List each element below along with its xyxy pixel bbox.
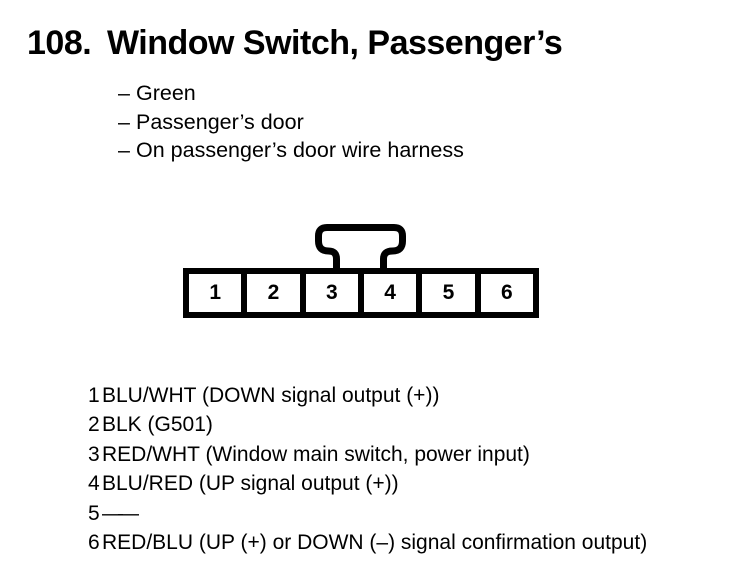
pin-description: RED/WHT (Window main switch, power input…: [102, 442, 530, 466]
connector-pin-cell-6: 6: [481, 274, 533, 312]
pin-row-5: 5 ——: [88, 499, 647, 528]
connector-pin-cell-5: 5: [422, 274, 481, 312]
pin-number: 3: [88, 442, 100, 466]
pin-cavity-number: 2: [267, 281, 280, 304]
pin-description: RED/BLU (UP (+) or DOWN (–) signal confi…: [102, 531, 648, 555]
pin-row-1: 1 BLU/WHT (DOWN signal output (+)): [88, 381, 647, 410]
detail-text: On passenger’s door wire harness: [136, 138, 464, 163]
connector-pin-cell-1: 1: [189, 274, 248, 312]
dash-bullet: –: [118, 81, 130, 105]
page-title: 108. Window Switch, Passenger’s: [27, 24, 563, 63]
pin-number: 6: [88, 531, 100, 555]
detail-line-harness: – On passenger’s door wire harness: [118, 136, 464, 165]
pin-row-6: 6 RED/BLU (UP (+) or DOWN (–) signal con…: [88, 528, 647, 557]
connector-body: 1 2 3 4 5 6: [183, 268, 539, 318]
dash-bullet: –: [118, 109, 130, 134]
pin-number: 5: [88, 501, 100, 525]
pin-cavity-number: 4: [384, 281, 396, 304]
pin-number: 4: [88, 472, 100, 496]
pin-list: 1 BLU/WHT (DOWN signal output (+)) 2 BLK…: [88, 381, 647, 557]
pin-description: BLU/RED (UP signal output (+)): [102, 472, 399, 496]
pin-cavity-number: 1: [209, 281, 221, 304]
pin-cavity-number: 6: [500, 281, 513, 304]
pin-cavity-number: 5: [442, 281, 455, 304]
pin-row-4: 4 BLU/RED (UP signal output (+)): [88, 469, 647, 498]
pin-number: 2: [88, 413, 100, 437]
connector-latch-tab: [315, 224, 406, 268]
detail-text: Passenger’s door: [136, 109, 304, 134]
dash-bullet: –: [118, 138, 130, 163]
connector-pin-cell-4: 4: [364, 274, 423, 312]
connector-pin-cell-3: 3: [306, 274, 364, 312]
connector-details: – Green – Passenger’s door – On passenge…: [118, 79, 464, 165]
pin-row-3: 3 RED/WHT (Window main switch, power inp…: [88, 440, 647, 469]
detail-line-location: – Passenger’s door: [118, 108, 464, 137]
pin-description: BLK (G501): [102, 413, 213, 437]
pin-description: BLU/WHT (DOWN signal output (+)): [102, 384, 440, 407]
item-number: 108.: [27, 24, 92, 62]
detail-text: Green: [136, 81, 196, 105]
item-title-text: Window Switch, Passenger’s: [107, 24, 563, 62]
detail-line-color: – Green: [118, 79, 464, 108]
pin-cavity-number: 3: [325, 281, 338, 304]
connector-pin-cell-2: 2: [247, 274, 306, 312]
pin-number: 1: [88, 384, 100, 407]
pin-row-2: 2 BLK (G501): [88, 410, 647, 439]
pin-description: ——: [102, 501, 139, 525]
